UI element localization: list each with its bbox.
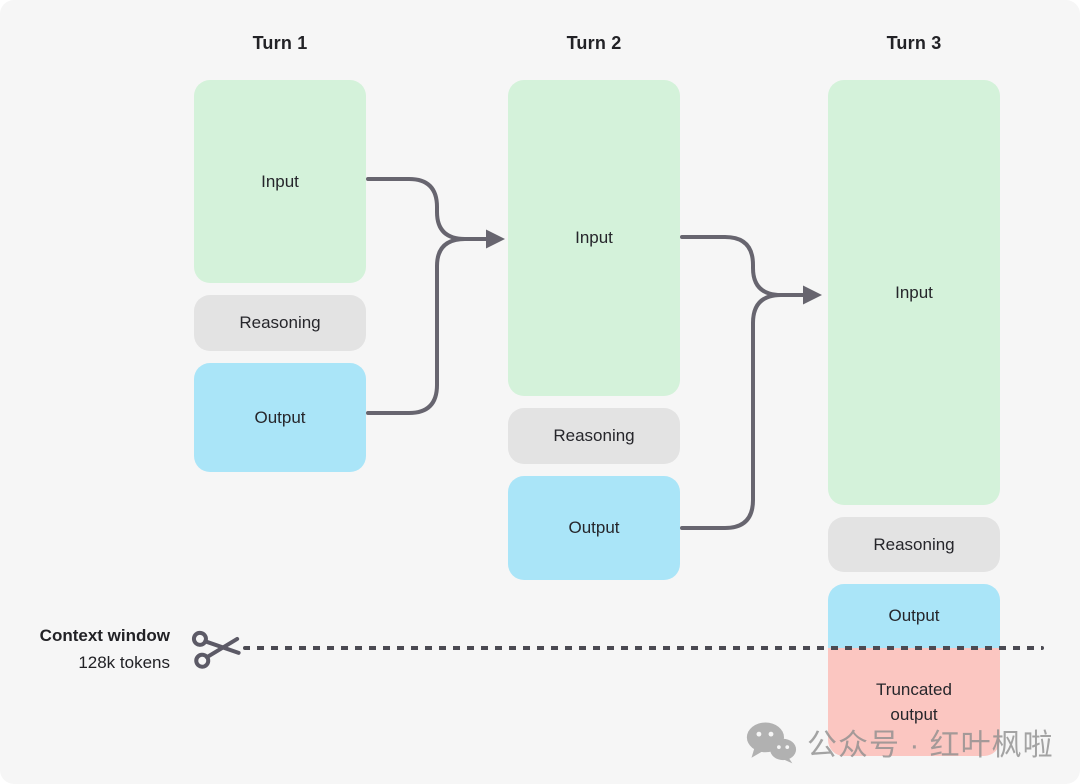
turn2-output-label: Output [568,518,620,538]
turn3-output-label: Output [888,606,940,626]
context-window-label: Context window 128k tokens [18,622,170,676]
scissors-icon [191,630,241,669]
turn1-reasoning-box: Reasoning [194,295,366,351]
context-window-title: Context window [39,626,170,645]
turn3-truncated-output-label: Truncated output [876,679,952,725]
turn1-input-box: Input [194,80,366,283]
arrow-turn1-output-to-turn2 [366,237,488,415]
turn3-reasoning-box: Reasoning [828,517,1000,572]
turn-3-title: Turn 3 [886,33,942,53]
turn2-input-box: Input [508,80,680,396]
arrow-turn2-output-to-turn3 [680,293,805,530]
turn3-input-box: Input [828,80,1000,505]
turn3-reasoning-label: Reasoning [873,534,955,554]
turn1-reasoning-label: Reasoning [239,313,321,333]
turn3-input-label: Input [895,282,933,302]
turn3-output-box: Output [828,584,1000,648]
arrow-turn2-input-to-turn3 [680,235,805,297]
turn-2-title: Turn 2 [566,33,622,53]
turn1-input-label: Input [261,171,299,191]
arrow-turn1-input-to-turn2 [366,177,488,241]
context-window-size: 128k tokens [78,653,170,672]
turn1-output-box: Output [194,363,366,472]
watermark-text: 公众号 · 红叶枫啦 [807,729,1054,762]
turn-1-title: Turn 1 [252,33,308,53]
turn1-output-label: Output [254,407,306,427]
watermark: 公众号 · 红叶枫啦 [745,718,1054,766]
turn2-reasoning-label: Reasoning [553,426,635,446]
turn2-input-label: Input [575,228,613,248]
turn3-truncated-output-box: Truncated output [828,648,1000,756]
context-window-limit-line [243,646,1044,650]
arrowhead-turn2 [486,229,505,249]
turn2-reasoning-box: Reasoning [508,408,680,464]
turn2-output-box: Output [508,476,680,580]
arrowhead-turn3 [803,285,822,305]
wechat-icon [746,722,797,764]
